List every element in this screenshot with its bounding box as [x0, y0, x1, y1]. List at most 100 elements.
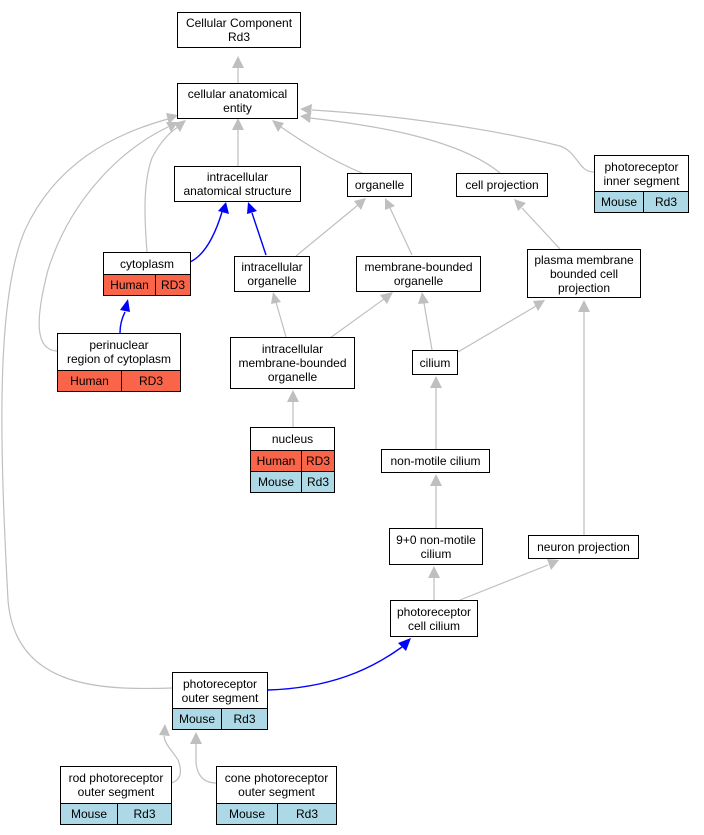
- edge-cil-pmbcp: [457, 305, 537, 353]
- edge-cyto-ias[interactable]: [189, 211, 223, 263]
- node-line: cytoplasm: [119, 256, 175, 271]
- node-line: Rd3: [227, 30, 250, 44]
- gene-cell: RD3: [155, 275, 190, 295]
- edge-cp-cae: [309, 117, 501, 174]
- node-line: intracellular: [206, 170, 269, 184]
- node-line: membrane-bounded: [364, 260, 473, 274]
- arrowhead-org-cae: [272, 120, 284, 132]
- node-line: Cellular Component: [185, 16, 293, 30]
- node-cytoplasm[interactable]: cytoplasm Human RD3: [103, 252, 191, 296]
- node-line: intracellular: [241, 260, 303, 274]
- arrowhead-org-mbo: [385, 198, 395, 210]
- gene-cell: Rd3: [277, 804, 336, 824]
- edge-org-cae: [280, 126, 363, 174]
- node-line: 9+0 non-motile: [396, 532, 476, 547]
- species-cell: Mouse: [228, 807, 266, 821]
- node-line: anatomical structure: [183, 184, 292, 198]
- edge-pmbcp-cp: [521, 207, 561, 250]
- arrowhead-np-pmbcp: [578, 300, 590, 312]
- arrowhead-cp-cae: [300, 112, 311, 123]
- node-line: photoreceptor: [182, 676, 258, 691]
- edge-cil-mbo: [423, 302, 433, 351]
- node-line: organelle: [247, 274, 297, 288]
- arrowhead-prc-cyto: [120, 299, 130, 312]
- node-line: neuron projection: [537, 540, 630, 554]
- node-line: outer segment: [77, 785, 155, 799]
- edge-cpos-pos: [195, 744, 217, 784]
- species-cell: Mouse: [257, 475, 295, 489]
- edge-prc-cae: [38, 126, 169, 352]
- arrowhead-prc-cae: [166, 122, 178, 132]
- arrowhead-rpos-pos: [159, 724, 170, 736]
- node-line: cell cilium: [407, 618, 460, 633]
- arrowhead-cyto-ias: [218, 202, 229, 214]
- node-neuron-projection[interactable]: neuron projection: [528, 535, 639, 559]
- node-line: cell projection: [465, 178, 539, 192]
- gene-cell: Rd3: [117, 804, 171, 824]
- annotation-row-mouse: Mouse Rd3: [217, 803, 336, 824]
- node-line: region of cytoplasm: [66, 352, 172, 366]
- node-line: photoreceptor: [396, 604, 472, 619]
- node-line: outer segment: [238, 785, 315, 799]
- edge-cyto-cae: [144, 126, 179, 253]
- node-cell-projection[interactable]: cell projection: [456, 173, 548, 197]
- node-line: non-motile cilium: [390, 454, 481, 468]
- edge-rpos-pos: [163, 735, 182, 784]
- node-cilium[interactable]: cilium: [412, 350, 458, 375]
- edge-prc-cyto[interactable]: [119, 311, 126, 334]
- edge-pos-pcc[interactable]: [267, 646, 403, 691]
- arrowhead-nmc90-nmc: [430, 474, 442, 486]
- arrowhead-nmc-cil: [430, 376, 442, 388]
- arrowhead-cae-cc: [232, 56, 244, 68]
- arrowhead-cp-pmbcp: [514, 199, 526, 211]
- node-organelle[interactable]: organelle: [347, 173, 412, 197]
- arrowhead-nuc-imbo: [287, 390, 299, 402]
- node-line: organelle: [354, 178, 405, 192]
- gene-cell: Rd3: [643, 192, 688, 212]
- node-non-motile-cilium[interactable]: non-motile cilium: [381, 449, 490, 473]
- node-line: organelle: [267, 370, 318, 384]
- arrowhead-pos-cae: [166, 113, 178, 124]
- edge-io-ias[interactable]: [251, 212, 267, 256]
- arrowhead-cil-mbo: [418, 292, 429, 304]
- node-line: nucleus: [271, 432, 314, 446]
- node-line: membrane-bounded: [238, 356, 347, 370]
- arrowhead-org-io: [354, 198, 366, 210]
- species-cell: Human: [110, 278, 149, 292]
- arrowhead-cyto-cae: [174, 120, 186, 132]
- node-line: plasma membrane: [534, 252, 634, 267]
- node-line: inner segment: [603, 173, 680, 188]
- arrowhead-pcc-nmc90: [428, 566, 440, 578]
- edge-pos-cae: [1, 118, 173, 690]
- gene-cell: Rd3: [301, 472, 334, 492]
- edge-mbo-org: [389, 207, 413, 256]
- arrowhead-ias-cae: [232, 118, 244, 130]
- edge-io-org: [295, 204, 359, 257]
- gene-cell: Rd3: [221, 709, 267, 729]
- arrowhead-pis-cae: [300, 104, 312, 115]
- edge-imbo-io: [275, 301, 287, 338]
- edge-imbo-mbo: [329, 298, 385, 339]
- gene-cell: RD3: [301, 451, 334, 471]
